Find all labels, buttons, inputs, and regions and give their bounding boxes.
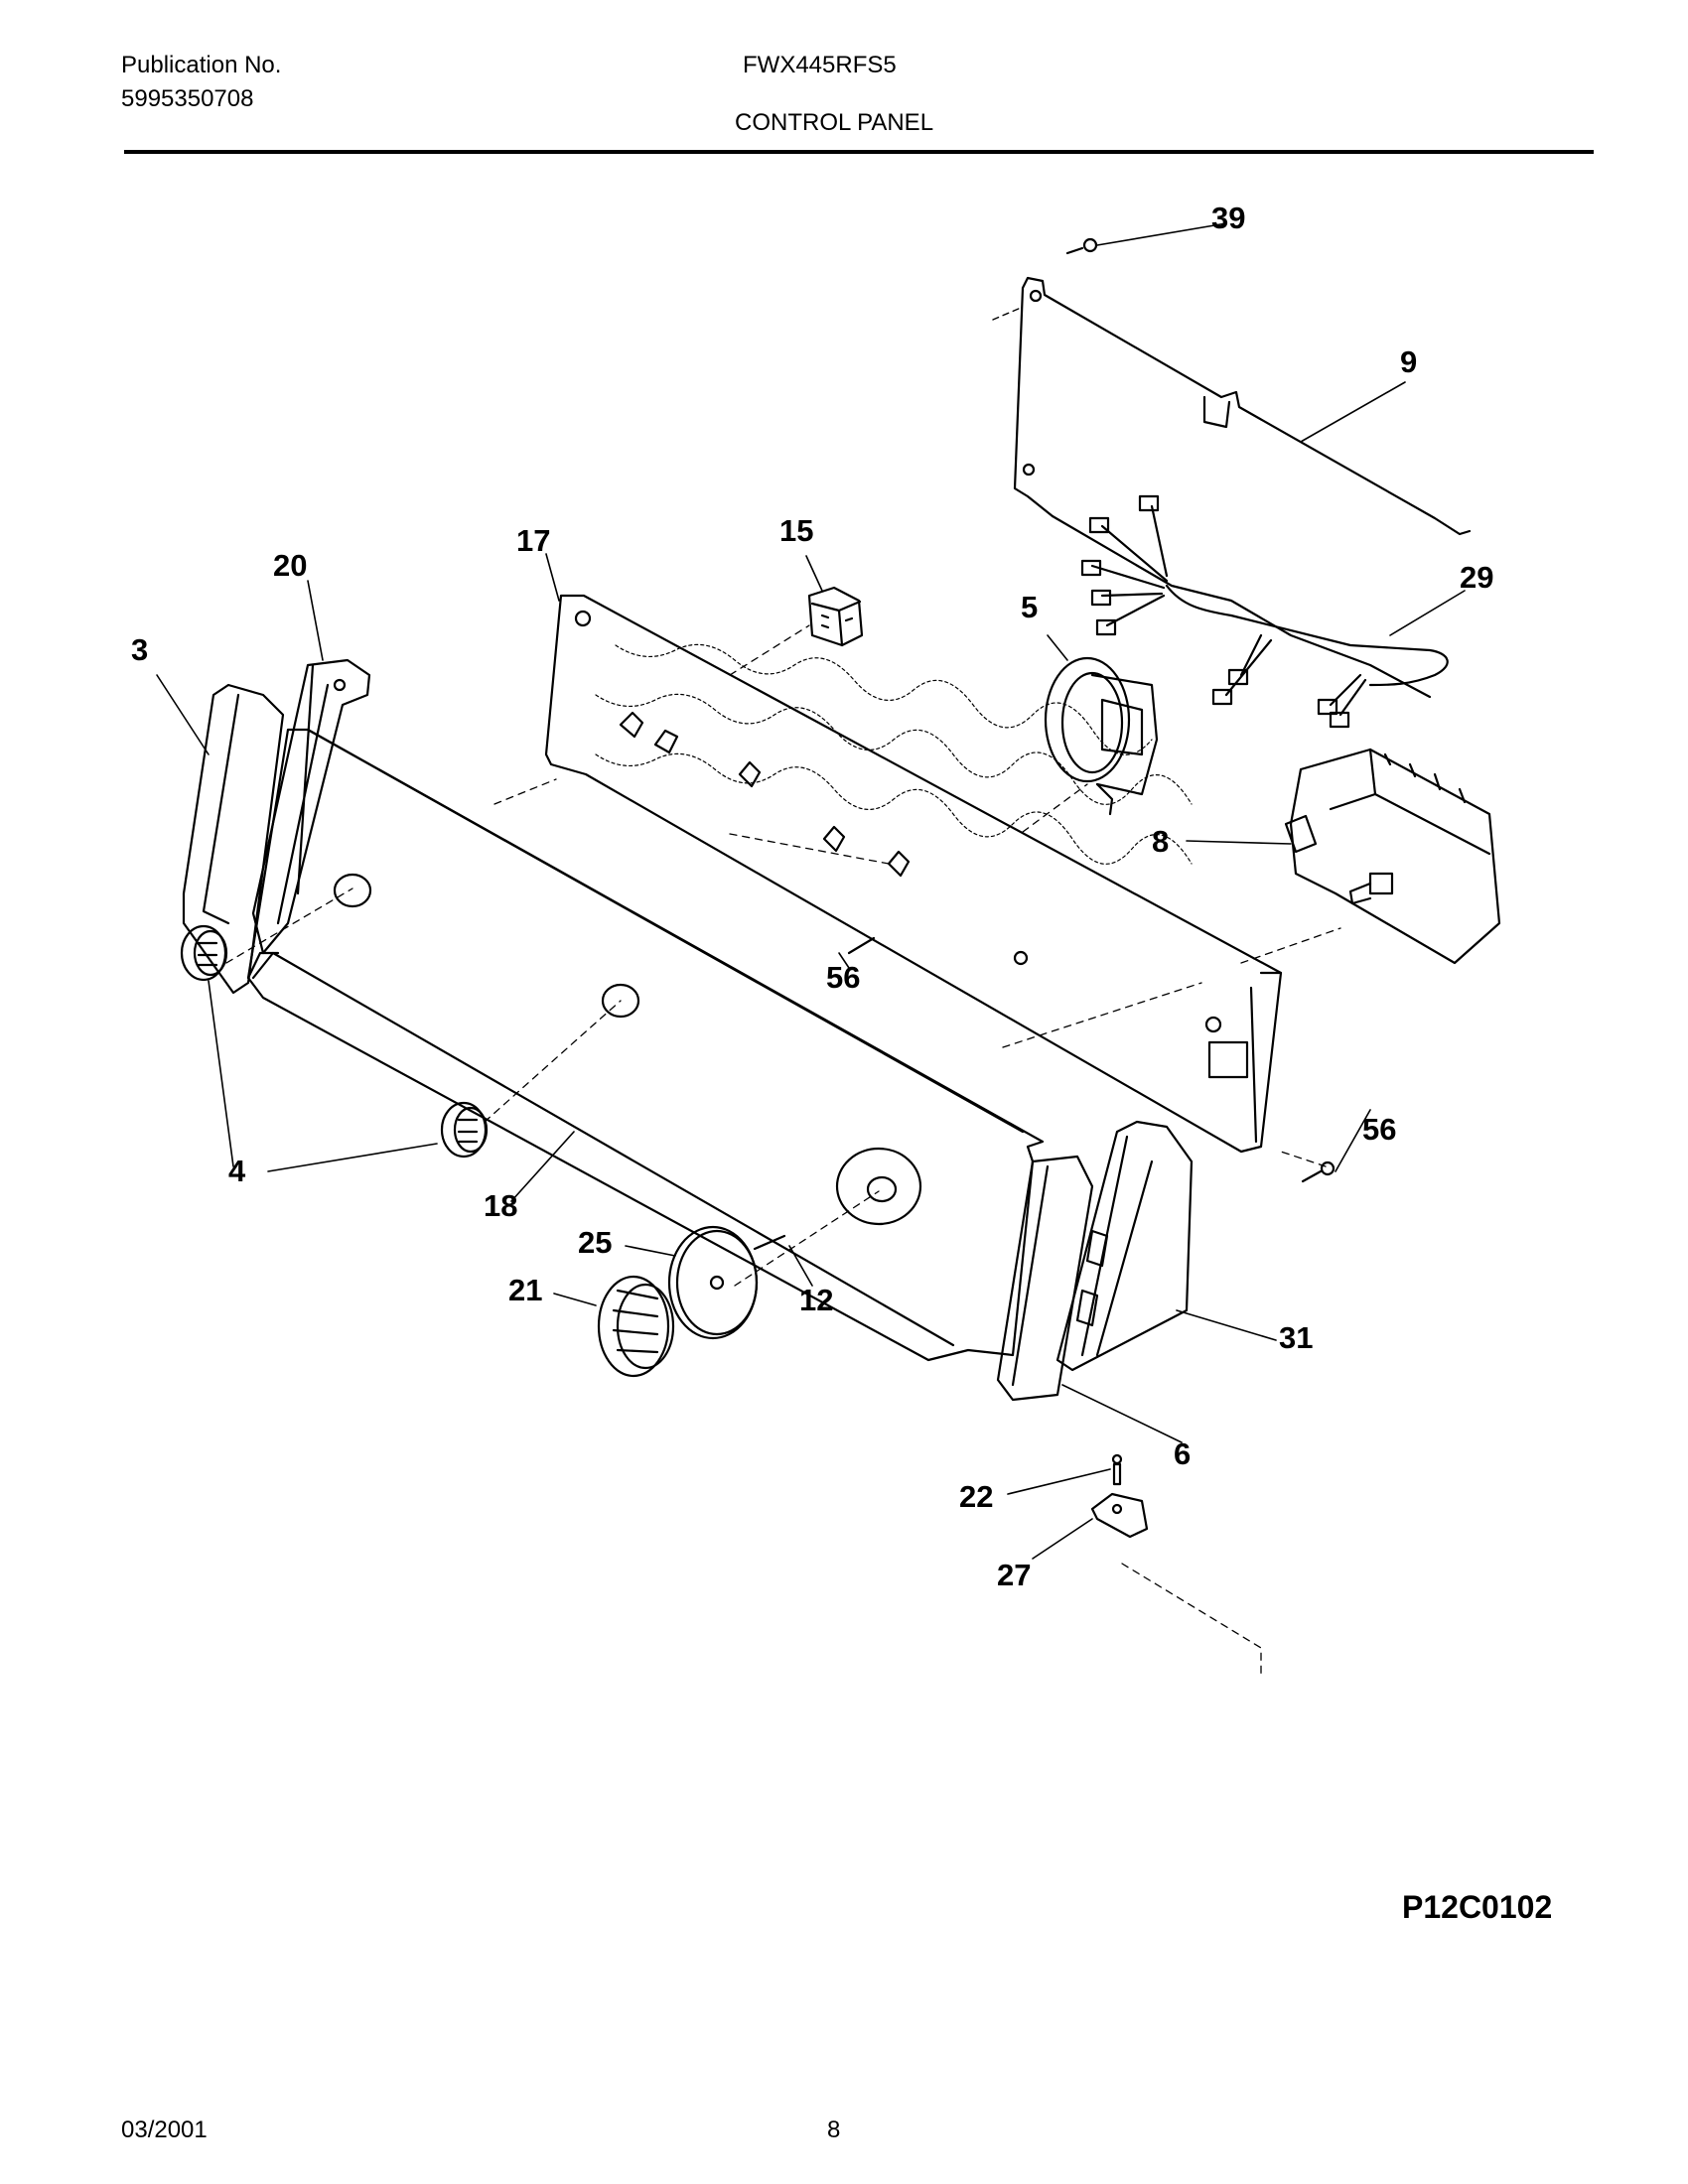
section-title: CONTROL PANEL <box>735 109 934 136</box>
callout-4: 4 <box>228 1154 246 1188</box>
callout-39: 39 <box>1211 201 1245 235</box>
publication-label: Publication No. <box>121 52 282 78</box>
control-board <box>544 594 1283 1154</box>
small-knob-left <box>180 924 228 982</box>
assembly-lines <box>225 624 1341 1679</box>
model-number: FWX445RFS5 <box>743 52 897 78</box>
right-trim <box>996 1155 1094 1402</box>
callout-22: 22 <box>959 1479 993 1514</box>
callout-29: 29 <box>1460 560 1493 595</box>
footer-date: 03/2001 <box>121 2116 208 2143</box>
callout-21: 21 <box>508 1273 542 1307</box>
right-end-cap <box>1055 1120 1194 1372</box>
callout-56-right: 56 <box>1362 1112 1396 1147</box>
callout-31: 31 <box>1279 1320 1313 1355</box>
callout-27: 27 <box>997 1558 1031 1592</box>
screw-56-center <box>847 936 876 955</box>
callout-20: 20 <box>273 548 307 583</box>
timer-knob <box>597 1275 675 1378</box>
switch-part <box>807 586 864 647</box>
callout-6: 6 <box>1174 1436 1191 1471</box>
leader-lines <box>156 222 1466 1560</box>
callout-25: 25 <box>578 1225 612 1260</box>
page-number: 8 <box>827 2116 841 2143</box>
callout-labels: 39 9 29 17 15 20 5 3 8 56 56 4 18 25 12 … <box>131 201 1493 1592</box>
rear-cover-panel <box>992 276 1472 536</box>
left-end-cap <box>182 683 285 995</box>
wire-harness <box>1051 494 1449 729</box>
screw-56-right <box>1301 1160 1336 1183</box>
diagram-code: P12C0102 <box>1402 1889 1553 1925</box>
callout-12: 12 <box>799 1283 833 1317</box>
mounting-clip <box>1090 1492 1149 1539</box>
left-bracket <box>251 658 371 955</box>
callout-56-center: 56 <box>826 960 860 995</box>
dial-skirt <box>667 1225 759 1340</box>
callout-9: 9 <box>1400 344 1417 379</box>
callout-3: 3 <box>131 632 148 667</box>
callout-17: 17 <box>516 523 550 558</box>
header-rule <box>124 150 1594 154</box>
screw-12 <box>753 1234 786 1251</box>
callout-15: 15 <box>779 513 813 548</box>
callout-8: 8 <box>1152 824 1169 859</box>
screw-22 <box>1111 1453 1123 1486</box>
publication-number: 5995350708 <box>121 85 254 112</box>
timer-motor <box>1044 656 1159 816</box>
screw-39 <box>1065 237 1098 255</box>
small-knob-center <box>440 1101 489 1159</box>
console-panel <box>246 728 1045 1362</box>
callout-18: 18 <box>484 1188 517 1223</box>
callout-5: 5 <box>1021 590 1038 624</box>
timer-unit <box>1284 748 1501 965</box>
